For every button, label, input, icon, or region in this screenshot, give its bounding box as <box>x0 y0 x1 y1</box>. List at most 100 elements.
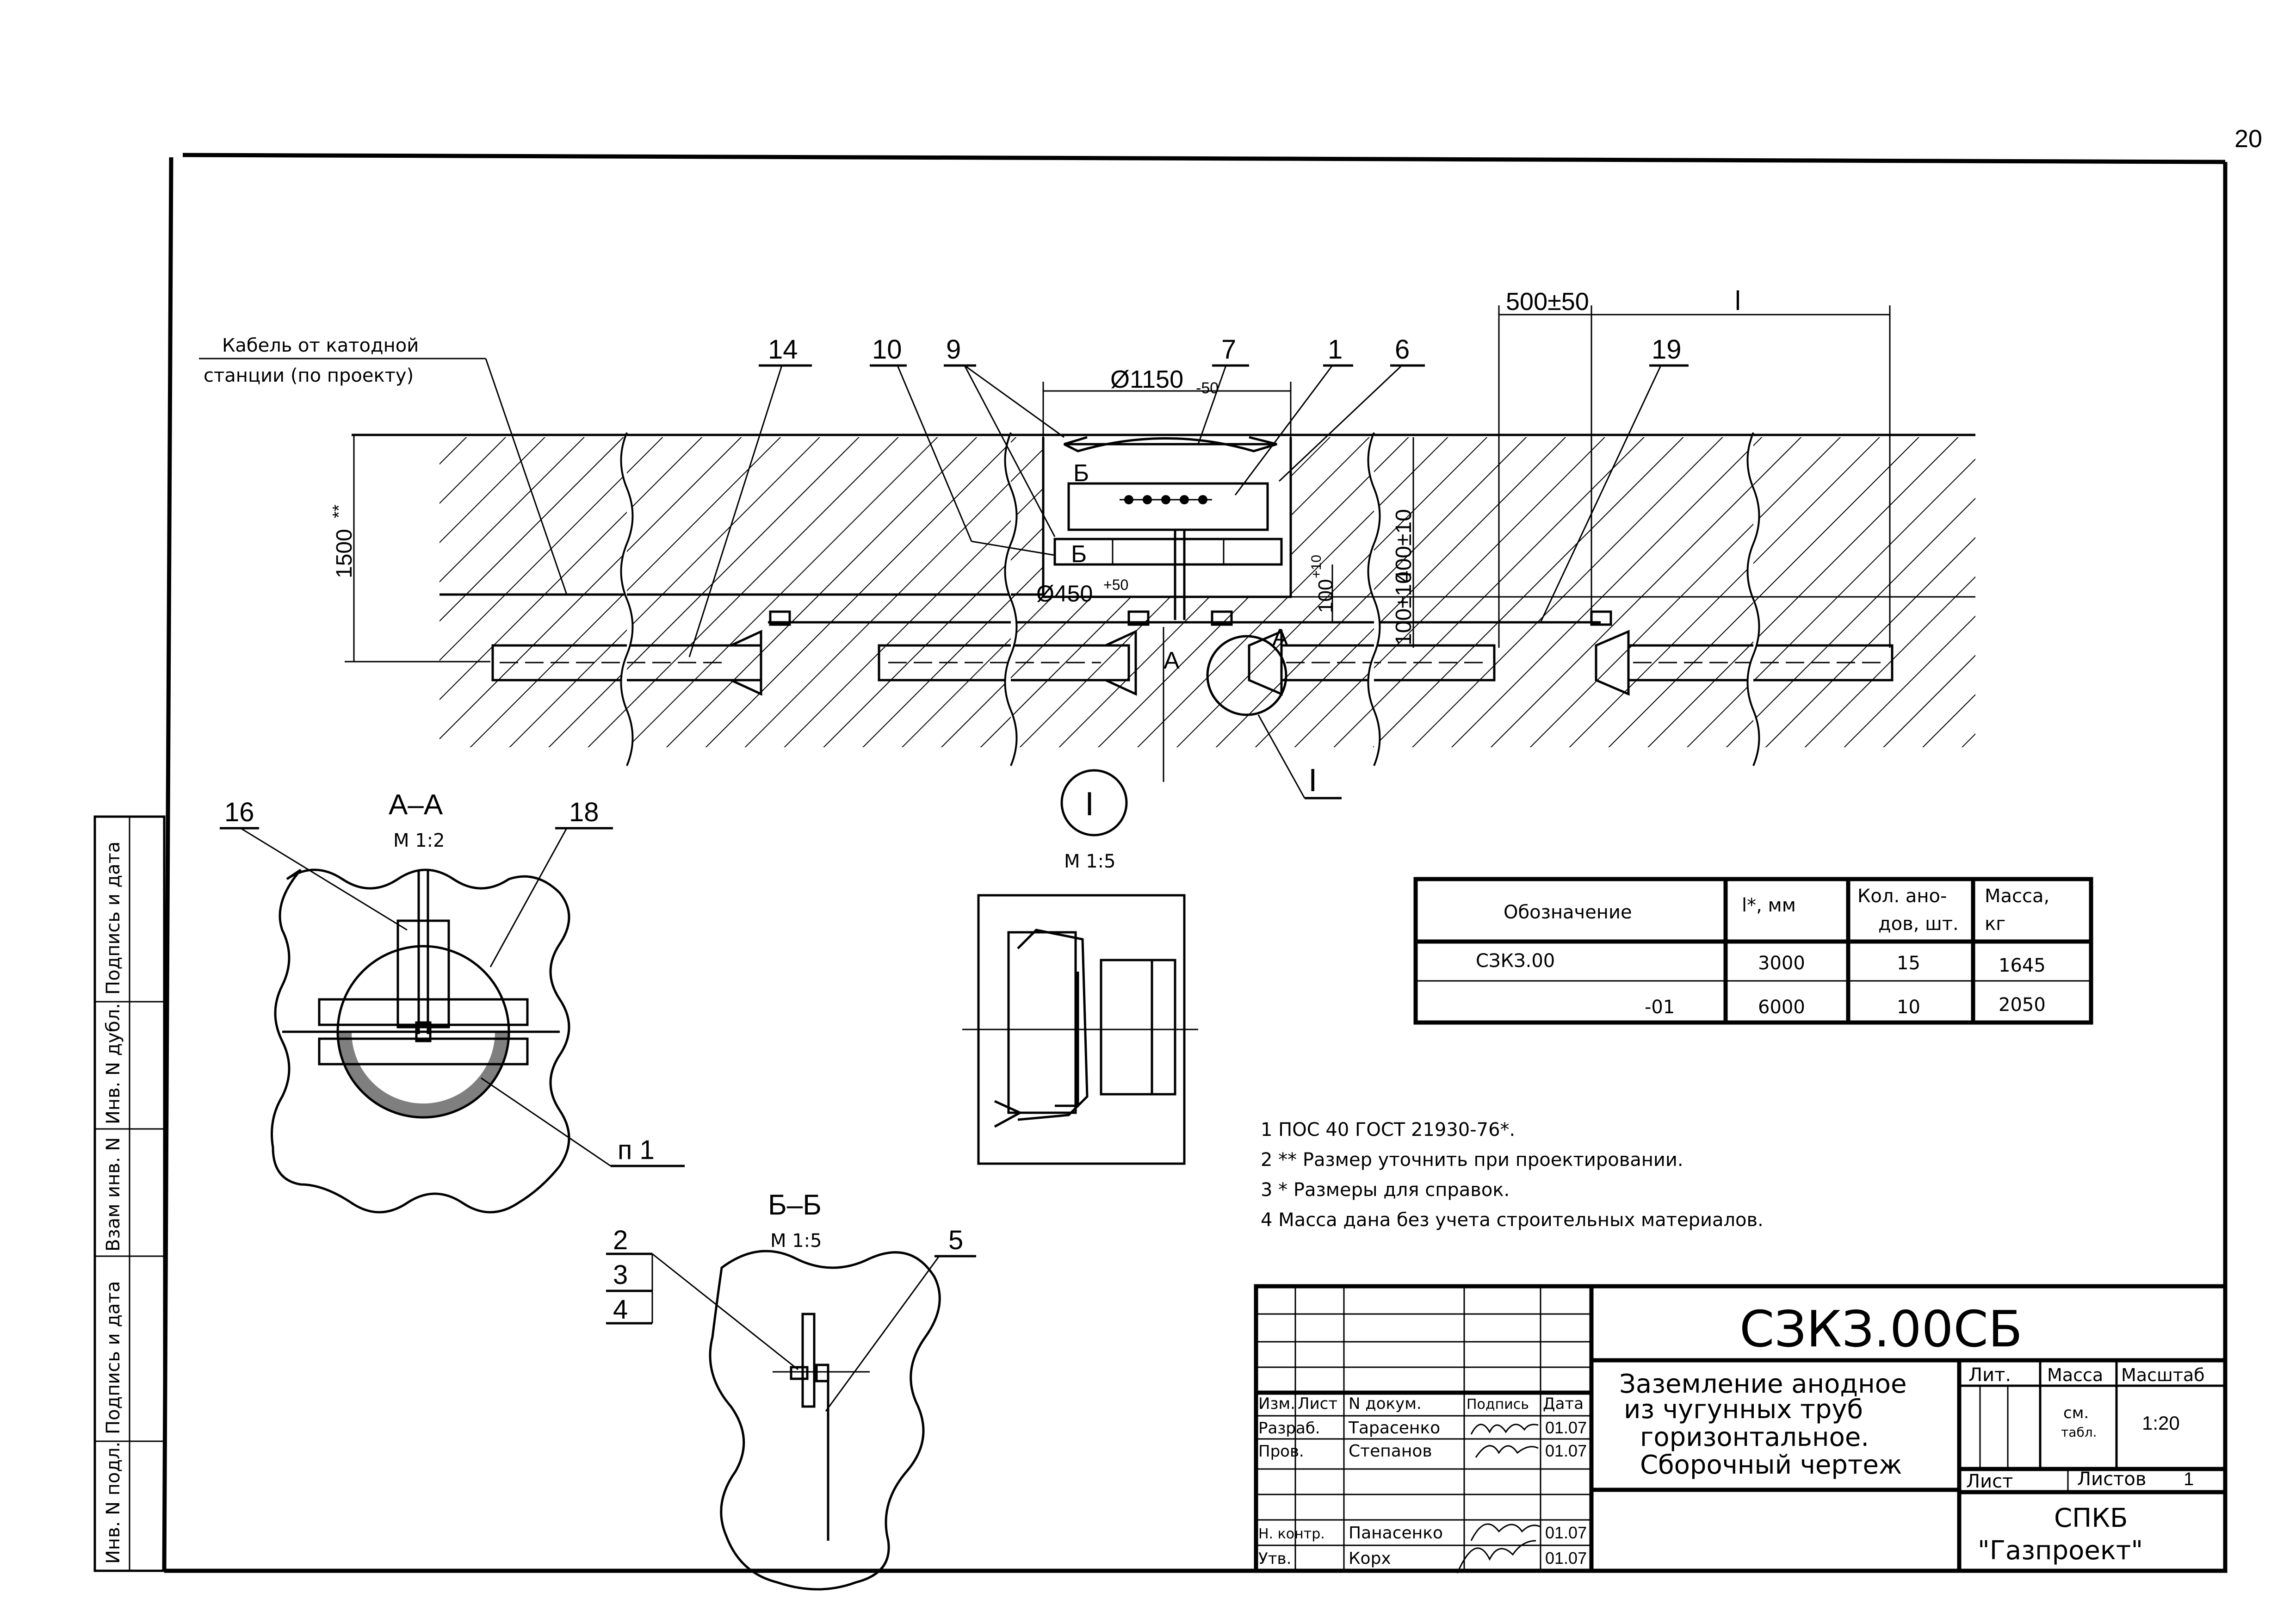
dim-100a: 100±10 <box>1392 571 1416 645</box>
tb-designation: СЗКЗ.00СБ <box>1739 1301 2023 1358</box>
tb-name-utv: Корх <box>1349 1549 1391 1568</box>
pos-5: 5 <box>948 1225 963 1255</box>
tb-sheet-label: Лист <box>1966 1471 2013 1492</box>
tb-date-utv: 01.07 <box>1545 1549 1587 1568</box>
tb-name-nkontr: Панасенко <box>1349 1524 1443 1543</box>
dim-diameter-1150-tol: -50 <box>1196 379 1219 397</box>
cable-label-line2: станции (по проекту) <box>204 365 414 386</box>
spec-header-count-1: Кол. ано- <box>1857 886 1947 907</box>
dim-1500: 1500 <box>332 529 357 578</box>
notes: 1 ПОС 40 ГОСТ 21930-76*. 2 ** Размер уто… <box>1261 1119 1764 1231</box>
tb-name-razrab: Тарасенко <box>1348 1419 1440 1438</box>
tb-org-1: СПКБ <box>2054 1503 2128 1533</box>
section-a-mark-left: А <box>1163 647 1180 674</box>
spec-header-designation: Обозначение <box>1504 902 1632 923</box>
tb-scale-value: 1:20 <box>2142 1412 2180 1434</box>
spec-header-mass-2: кг <box>1985 913 2005 935</box>
spec-row1-length: 3000 <box>1758 953 1805 974</box>
pos-18: 18 <box>569 797 599 827</box>
pos-2: 2 <box>613 1225 628 1255</box>
callout-I-label: I <box>1308 762 1317 798</box>
section-b-mark-top: Б <box>1073 460 1089 487</box>
pos-6: 6 <box>1395 335 1410 365</box>
dim-l: l <box>1735 286 1741 316</box>
tb-col-podpis: Подпись <box>1467 1396 1529 1413</box>
tb-col-data: Дата <box>1543 1395 1584 1413</box>
anode-pipe <box>1248 630 1496 696</box>
section-aa-scale: М 1:2 <box>393 830 445 851</box>
spec-row1-count: 15 <box>1897 953 1920 974</box>
tb-mass-label: Масса <box>2047 1365 2103 1385</box>
spec-row1-designation: СЗКЗ.00 <box>1476 950 1555 972</box>
stamp-signature-1: Подпись и дата <box>103 1281 124 1434</box>
signature <box>1475 1445 1539 1458</box>
dim-500: 500±50 <box>1506 288 1589 316</box>
anode-pipe <box>878 630 1137 696</box>
stamp-inv-podl: Инв. N подл. <box>103 1442 124 1564</box>
cable-label-line1: Кабель от катодной <box>222 335 419 356</box>
signature <box>1456 1540 1536 1574</box>
tb-name-line3: горизонтальное. <box>1640 1422 1869 1452</box>
spec-row2-mass: 2050 <box>1999 994 2046 1016</box>
tb-name-line4: Сборочный чертеж <box>1640 1450 1902 1480</box>
tb-mass-value-2: табл. <box>2061 1425 2097 1440</box>
tb-role-prov: Пров. <box>1258 1442 1304 1461</box>
spec-header-length: l*, мм <box>1742 895 1796 916</box>
pos-4: 4 <box>613 1295 628 1325</box>
note-1: 1 ПОС 40 ГОСТ 21930-76*. <box>1261 1119 1515 1141</box>
dim-100b: 100 <box>1314 579 1337 613</box>
pos-7: 7 <box>1221 335 1236 365</box>
tb-col-list: Лист <box>1298 1395 1337 1413</box>
title-block: Изм. Лист N докум. Подпись Дата Разраб. … <box>1254 1284 2228 1574</box>
dim-diameter-1150: Ø1150 <box>1110 366 1183 393</box>
spec-table: Обозначение l*, мм Кол. ано- дов, шт. Ма… <box>1413 877 2093 1025</box>
tb-date-razrab: 01.07 <box>1545 1418 1587 1437</box>
tb-date-prov: 01.07 <box>1545 1441 1587 1460</box>
tb-role-nkontr: Н. контр. <box>1258 1526 1325 1542</box>
tb-role-razrab: Разраб. <box>1258 1419 1320 1438</box>
tb-org-2: "Газпроект" <box>1978 1536 2143 1566</box>
note-2: 2 ** Размер уточнить при проектировании. <box>1261 1149 1683 1171</box>
page-number: 20 <box>2234 125 2262 153</box>
dim-diameter-450-tol: +50 <box>1103 576 1128 593</box>
dim-diameter-450: Ø450 <box>1036 581 1093 607</box>
tb-name-prov: Степанов <box>1349 1442 1432 1461</box>
tb-col-ndoc: N докум. <box>1349 1395 1422 1413</box>
section-a-mark-right: А <box>1272 624 1288 651</box>
spec-row1-mass: 1645 <box>1999 955 2046 976</box>
view-I: I М 1:5 <box>962 769 1198 1165</box>
stamp-vzam-inv: Взам инв. N <box>103 1137 124 1252</box>
section-bb: Б–Б М 1:5 2 3 4 5 <box>606 1189 976 1591</box>
note-4: 4 Масса дана без учета строительных мате… <box>1261 1209 1764 1231</box>
pos-n1: п 1 <box>618 1135 655 1165</box>
section-bb-title: Б–Б <box>768 1189 822 1221</box>
tb-scale-label: Масштаб <box>2121 1365 2205 1385</box>
tb-sheets-value: 1 <box>2184 1469 2194 1489</box>
tb-sheets-label: Листов <box>2077 1469 2146 1490</box>
pos-16: 16 <box>224 797 254 827</box>
section-bb-scale: М 1:5 <box>770 1230 822 1252</box>
signature <box>1470 1523 1541 1541</box>
stamp-inv-dubl: Инв. N дубл. <box>103 1003 124 1124</box>
pos-10: 10 <box>872 335 902 365</box>
dim-1500-mark: ** <box>329 504 349 518</box>
section-b-mark-bottom: Б <box>1071 541 1087 568</box>
tb-mass-value-1: см. <box>2063 1404 2089 1422</box>
note-3: 3 * Размеры для справок. <box>1261 1179 1510 1201</box>
tb-col-izm: Изм. <box>1258 1395 1295 1413</box>
spec-header-mass-1: Масса, <box>1985 886 2049 907</box>
section-aa-title: А–А <box>389 789 443 821</box>
section-aa: А–А М 1:2 16 18 п 1 <box>220 789 685 1214</box>
pos-9: 9 <box>946 335 961 365</box>
pos-14: 14 <box>768 335 798 365</box>
signature <box>1470 1424 1539 1435</box>
spec-row2-count: 10 <box>1897 997 1920 1018</box>
spec-row2-length: 6000 <box>1758 997 1805 1018</box>
spec-header-count-2: дов, шт. <box>1878 913 1959 935</box>
pos-19: 19 <box>1652 335 1682 365</box>
tb-role-utv: Утв. <box>1258 1550 1291 1568</box>
main-view: I А А Б Б Кабель от катодной станции (по… <box>199 286 1975 800</box>
spec-row2-designation: -01 <box>1645 997 1675 1018</box>
dim-400: 400±10 <box>1392 509 1416 583</box>
